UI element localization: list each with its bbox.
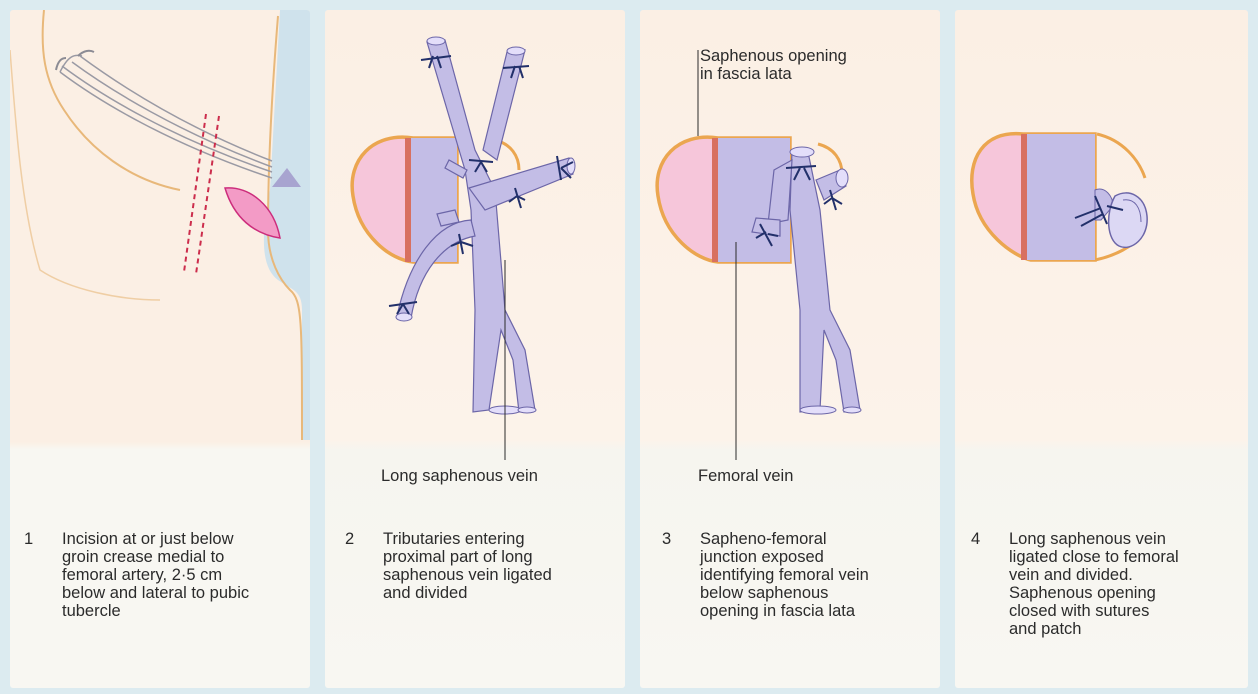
femoral-vein [1027, 134, 1095, 260]
step-text: Sapheno-femoral junction exposed identif… [700, 530, 940, 620]
panel-step-1: 1 Incision at or just below groin crease… [10, 10, 310, 688]
groin-crease-line [43, 10, 180, 190]
step-text: Long saphenous vein ligated close to fem… [1009, 530, 1248, 638]
step-number: 2 [345, 530, 365, 548]
femoral-artery-edge [1021, 134, 1027, 260]
femoral-artery-edge [712, 138, 718, 262]
saphenous-opening-label: Saphenous opening in fascia lata [700, 47, 847, 83]
step-text: Incision at or just below groin crease m… [62, 530, 307, 620]
step-number: 1 [24, 530, 44, 548]
vein-stump [427, 37, 445, 45]
step-text: Tributaries entering proximal part of lo… [383, 530, 625, 602]
femoral-artery [60, 72, 272, 178]
panel-step-3: Saphenous opening in fascia lata Femoral… [640, 10, 940, 688]
step-number: 3 [662, 530, 682, 548]
femoral-vein-label: Femoral vein [698, 467, 793, 485]
panel-step-2: Long saphenous vein 2 Tributaries enteri… [325, 10, 625, 688]
long-saphenous-vein-label: Long saphenous vein [381, 467, 538, 485]
step-number: 4 [971, 530, 991, 548]
femoral-artery-edge [405, 138, 411, 262]
vein-stump [790, 147, 814, 157]
panel-step-4: 4 Long saphenous vein ligated close to f… [955, 10, 1248, 688]
